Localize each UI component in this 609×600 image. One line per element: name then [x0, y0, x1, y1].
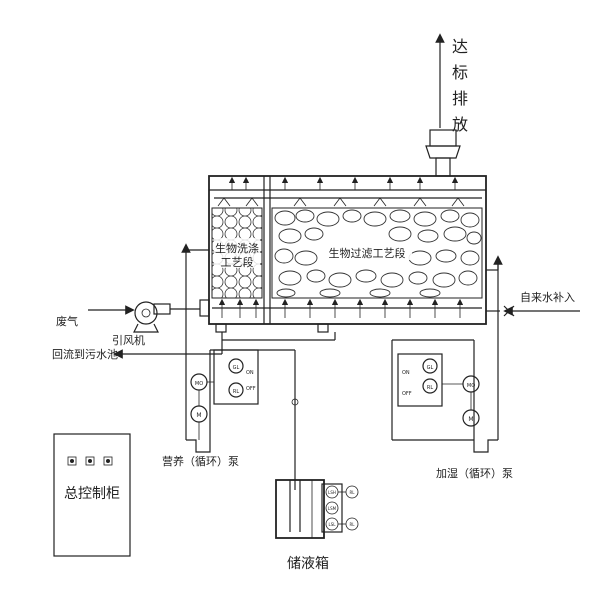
nutrient-pump-label: 营养（循环）泵: [162, 454, 239, 468]
humidify-pump-control-panel: GL RL ON OFF MO M: [397, 353, 480, 427]
svg-text:工艺段: 工艺段: [221, 255, 254, 269]
check-valve: [291, 398, 299, 406]
svg-text:生物洗涤: 生物洗涤: [215, 241, 259, 255]
svg-text:OFF: OFF: [402, 391, 412, 397]
humidify-circulation-pipe: [391, 255, 503, 453]
svg-text:MO: MO: [467, 383, 475, 389]
spray-nozzles: [217, 197, 465, 207]
exhaust-inlet: 废气: [56, 305, 135, 328]
svg-text:LSL: LSL: [329, 522, 337, 527]
svg-text:RL: RL: [427, 385, 433, 391]
storage-tank: LSH LSM LSL RL RL 储液箱: [275, 479, 359, 572]
storage-tank-label: 储液箱: [287, 556, 329, 572]
svg-text:M: M: [196, 412, 201, 419]
exhaust-gas-label: 废气: [56, 314, 78, 328]
svg-text:达: 达: [452, 37, 468, 56]
nutrient-pump-control-panel: GL RL ON OFF MO M: [190, 349, 259, 440]
svg-text:OFF: OFF: [246, 386, 256, 392]
svg-text:M: M: [468, 416, 473, 423]
induced-fan-label: 引风机: [112, 333, 145, 347]
tap-water-inlet: 自来水补入: [486, 291, 580, 317]
svg-text:ON: ON: [246, 370, 254, 376]
air-inlet-arrows: [218, 298, 464, 318]
humidify-pump-label: 加湿（循环）泵: [436, 467, 513, 480]
tap-water-label: 自来水补入: [520, 291, 575, 304]
svg-text:RL: RL: [233, 389, 239, 395]
svg-text:放: 放: [452, 115, 468, 134]
svg-text:ON: ON: [402, 370, 410, 376]
bio-wash-label: 生物洗涤 工艺段: [214, 238, 260, 269]
exhaust-stack: [425, 129, 461, 177]
control-cabinet-label: 总控制柜: [64, 486, 120, 502]
svg-text:LSH: LSH: [328, 490, 336, 495]
svg-text:RL: RL: [349, 522, 355, 527]
spray-arrows: [228, 176, 459, 190]
return-pool-label: 回流到污水池: [52, 347, 118, 361]
return-line: 回流到污水池: [52, 332, 336, 361]
bio-filter-label: 生物过滤工艺段: [322, 246, 412, 260]
induced-fan: 引风机: [112, 301, 171, 347]
filter-media-stones: [274, 209, 482, 298]
control-cabinet: 总控制柜: [53, 433, 131, 557]
svg-text:MO: MO: [195, 381, 203, 387]
svg-text:GL: GL: [233, 365, 240, 371]
svg-text:RL: RL: [349, 490, 355, 495]
discharge-label: 达 标 排 放: [452, 37, 468, 134]
svg-text:生物过滤工艺段: 生物过滤工艺段: [329, 246, 406, 260]
svg-text:标: 标: [452, 63, 468, 82]
svg-text:排: 排: [452, 89, 468, 108]
svg-text:LSM: LSM: [328, 506, 337, 511]
svg-text:GL: GL: [427, 365, 434, 371]
